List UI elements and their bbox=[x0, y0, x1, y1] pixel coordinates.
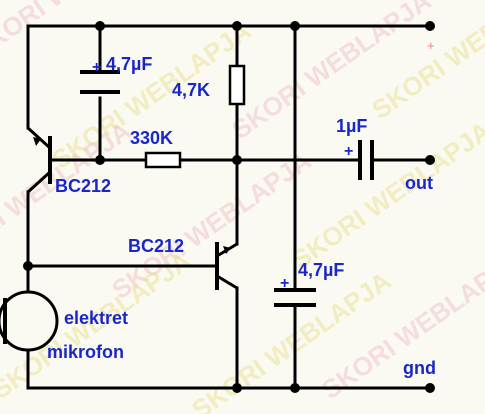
terminal-vcc bbox=[425, 21, 435, 31]
c-out-value-label: 1µF bbox=[336, 116, 367, 136]
transistor-q1 bbox=[26, 126, 52, 194]
junction-node bbox=[232, 155, 242, 165]
q1-part-label: BC212 bbox=[55, 176, 111, 196]
junction-node bbox=[290, 383, 300, 393]
gnd-label: gnd bbox=[403, 358, 436, 378]
c2-polarity-label: + bbox=[280, 275, 289, 292]
capacitor-c1 bbox=[80, 70, 120, 94]
transistor-q2 bbox=[215, 242, 238, 290]
microphone-symbol bbox=[0, 290, 59, 352]
out-label: out bbox=[405, 173, 433, 193]
resistor-r2 bbox=[144, 151, 182, 169]
r2-value-label: 330K bbox=[130, 128, 173, 148]
r1-value-label: 4,7K bbox=[172, 80, 210, 100]
c2-value-label: 4,7µF bbox=[298, 260, 344, 280]
capacitor-c2 bbox=[274, 288, 316, 307]
watermark-text: SKORI WEBLAPJA bbox=[286, 115, 485, 275]
capacitor-out bbox=[358, 140, 374, 180]
mic-label-line2: mikrofon bbox=[47, 342, 124, 362]
q1-emitter-arrow-icon bbox=[33, 137, 41, 146]
junction-node bbox=[232, 383, 242, 393]
c1-value-label: 4,7µF bbox=[106, 54, 152, 74]
c1-polarity-label: + bbox=[92, 59, 101, 76]
junction-node bbox=[23, 261, 33, 271]
mic-label-line1: elektret bbox=[64, 308, 128, 328]
junction-nodes bbox=[23, 21, 435, 393]
junction-node bbox=[95, 155, 105, 165]
junction-node bbox=[95, 21, 105, 31]
vcc-plus-label: + bbox=[427, 38, 435, 53]
q2-emitter-arrow-icon bbox=[223, 246, 231, 254]
q2-part-label: BC212 bbox=[128, 236, 184, 256]
terminal-out bbox=[425, 155, 435, 165]
terminal-gnd bbox=[425, 383, 435, 393]
junction-node bbox=[232, 21, 242, 31]
resistor-r1 bbox=[228, 64, 246, 106]
c-out-polarity-label: + bbox=[344, 143, 353, 160]
junction-node bbox=[290, 21, 300, 31]
